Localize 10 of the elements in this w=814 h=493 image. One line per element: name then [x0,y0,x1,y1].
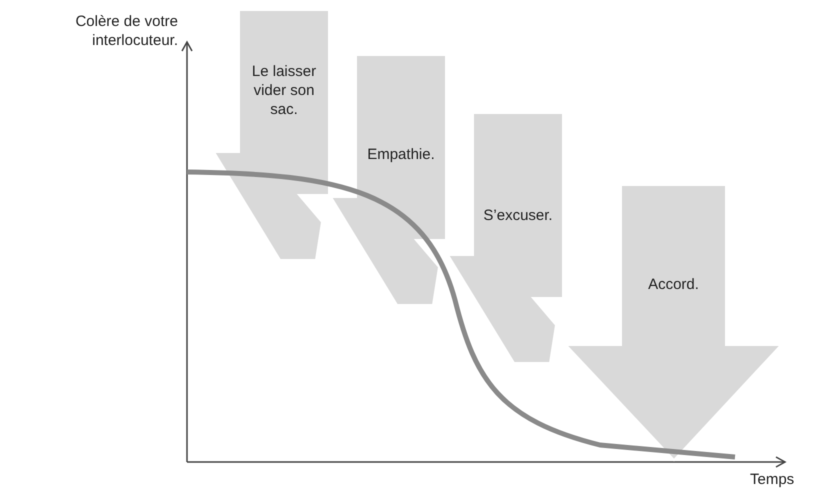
arrow-shape [331,55,446,307]
x-axis-label: Temps [750,470,796,489]
arrow-shape [448,113,563,365]
step-label: Accord. [647,275,700,294]
y-axis-label: Colère de votre interlocuteur. [74,12,178,50]
step-label: Empathie. [366,145,436,164]
arrow-shape [214,10,329,262]
arrow-shape [566,185,781,462]
step-label: Le laisser vider son sac. [250,62,318,119]
step-label: S’excuser. [482,206,554,225]
